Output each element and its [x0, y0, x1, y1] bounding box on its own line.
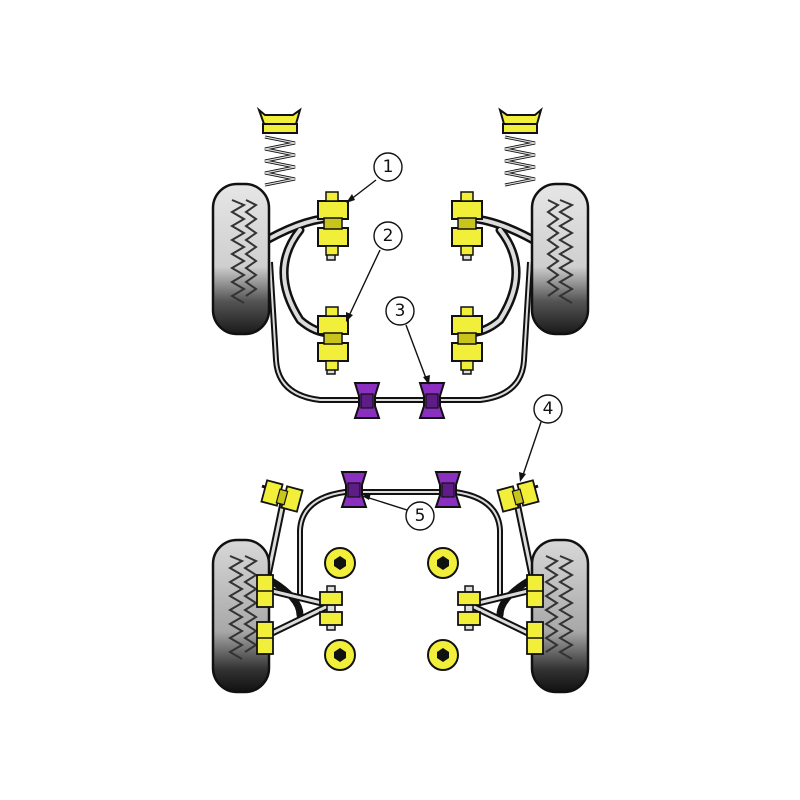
front-left-lower-wishbone-bush [317, 306, 349, 375]
front-right-coil-spring [498, 107, 543, 187]
front-left-tire [211, 182, 271, 336]
front-right-lower-wishbone-bush [451, 306, 483, 375]
callout-1: 1 [346, 152, 403, 203]
callout-2-label: 2 [383, 226, 394, 246]
callouts: 1 2 3 4 5 [346, 152, 563, 531]
rear-right-anti-roll-bar-bush [434, 471, 462, 508]
front-axle-group [211, 106, 590, 419]
callout-1-label: 1 [383, 157, 394, 177]
rear-left-outer-upper-bush [256, 574, 274, 608]
callout-2: 2 [346, 221, 403, 322]
callout-3-label: 3 [395, 301, 406, 321]
front-right-tire [530, 182, 590, 336]
rear-right-inner-bush [457, 585, 481, 631]
rear-left-tire [211, 538, 271, 694]
rear-subframe-bush-upper-right [427, 547, 459, 579]
front-left-upper-wishbone-bush [317, 191, 349, 261]
rear-subframe-bush-lower-left [324, 639, 356, 671]
front-right-upper-wishbone-bush [451, 191, 483, 261]
front-left-coil-spring [256, 106, 302, 187]
rear-left-outer-lower-bush [256, 621, 274, 655]
rear-right-outer-lower-bush [526, 621, 544, 655]
rear-subframe-bush-lower-right [427, 639, 459, 671]
rear-left-inner-bush [319, 585, 343, 631]
rear-right-tire [530, 538, 590, 694]
rear-left-anti-roll-bar-bush [340, 471, 368, 508]
rear-right-drop-link-bush [496, 479, 540, 513]
callout-4: 4 [519, 394, 563, 482]
rear-left-drop-link-bush [260, 479, 304, 513]
callout-3: 3 [385, 296, 430, 385]
callout-4-label: 4 [543, 399, 554, 419]
front-left-anti-roll-bar-bush [353, 382, 381, 419]
rear-subframe-bush-upper-left [324, 547, 356, 579]
callout-5-label: 5 [415, 506, 426, 526]
rear-right-outer-upper-bush [526, 574, 544, 608]
front-right-anti-roll-bar-bush [418, 382, 446, 419]
callout-5: 5 [362, 493, 435, 531]
rear-axle-group [211, 471, 590, 694]
